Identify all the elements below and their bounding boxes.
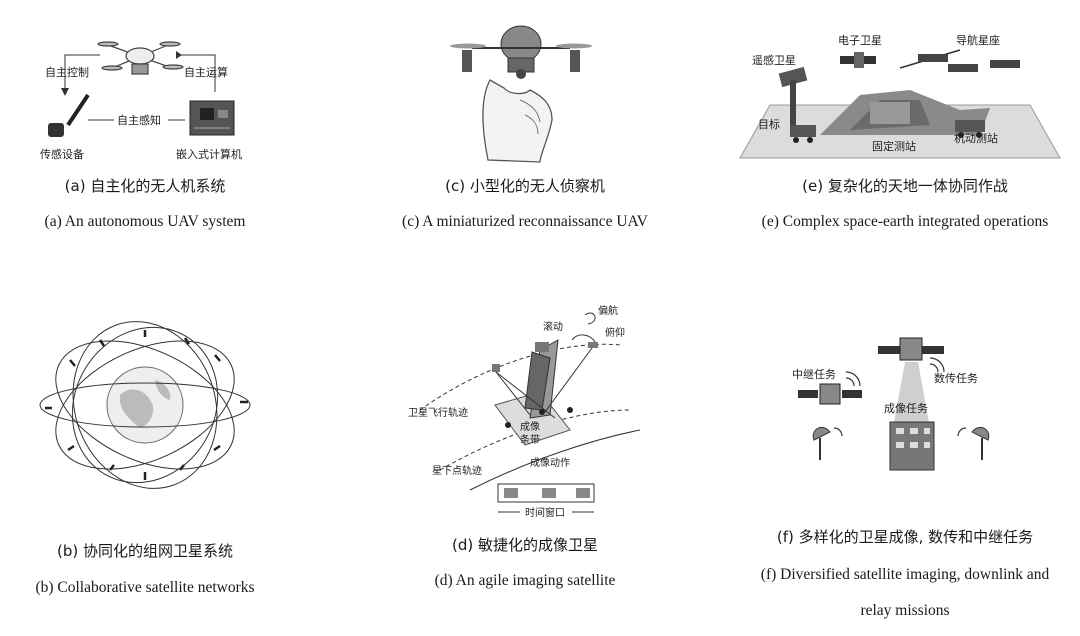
panel-a-figure: 自主控制 自主运算 自主感知 传感设备 嵌入式计算机 (40, 41, 242, 161)
caption-f-en-2: relay missions (860, 602, 950, 619)
navigation-satellite-icon (899, 49, 1020, 72)
satellite-icon (778, 66, 808, 130)
label-yaw: 偏航 (598, 304, 618, 317)
label-roll: 滚动 (543, 320, 563, 333)
label-compute: 自主运算 (184, 65, 228, 79)
label-perception: 自主感知 (117, 113, 161, 127)
earth-icon (106, 366, 184, 444)
time-window: 时间窗口 (497, 483, 595, 519)
panel-b: (b) 协同化的组网卫星系统 (b) Collaborative satelli… (0, 300, 290, 610)
label-orbit: 卫星飞行轨迹 (408, 406, 468, 419)
dish-icon (812, 427, 990, 460)
caption-c-zh: (c) 小型化的无人侦察机 (445, 177, 605, 195)
label-strip-1: 成像 (520, 421, 540, 433)
panel-d-figure: 偏航 滚动 俯仰 卫星飞行轨迹 星下点轨迹 成像 条带 成像动作 时间窗口 (408, 304, 641, 519)
panel-e-figure: 遥感卫星 电子卫星 导航星座 目标 固定测站 机动测站 (739, 33, 1061, 159)
label-remote-sat: 遥感卫星 (752, 54, 796, 67)
panel-f-figure: 中继任务 数传任务 成像任务 (792, 337, 990, 471)
label-ground-track: 星下点轨迹 (432, 464, 482, 477)
terrain-icon (820, 90, 990, 135)
label-pitch: 俯仰 (605, 326, 625, 339)
label-imaging: 成像任务 (884, 402, 928, 415)
label-embedded: 嵌入式计算机 (176, 147, 242, 161)
building-icon (889, 421, 935, 471)
caption-c-en: (c) A miniaturized reconnaissance UAV (402, 213, 648, 230)
label-control: 自主控制 (45, 65, 89, 79)
orbit-rings (39, 321, 251, 489)
caption-b-zh: (b) 协同化的组网卫星系统 (57, 542, 233, 560)
caption-a-zh: (a) 自主化的无人机系统 (64, 177, 226, 195)
caption-e-zh: (e) 复杂化的天地一体协同作战 (802, 177, 1008, 195)
panel-b-figure (39, 321, 251, 489)
caption-f-zh: (f) 多样化的卫星成像, 数传和中继任务 (776, 528, 1034, 546)
panel-a: 自主控制 自主运算 自主感知 传感设备 嵌入式计算机 (a) 自主化的无人机系统… (0, 0, 290, 240)
label-target: 目标 (758, 117, 780, 131)
caption-d-en: (d) An agile imaging satellite (434, 572, 616, 589)
satellite-markers (45, 330, 248, 480)
caption-e-en: (e) Complex space-earth integrated opera… (761, 213, 1049, 230)
label-strip-2: 条带 (520, 433, 540, 446)
label-elec-sat: 电子卫星 (838, 34, 882, 47)
hand-drone-icon (450, 25, 592, 163)
panel-d: 偏航 滚动 俯仰 卫星飞行轨迹 星下点轨迹 成像 条带 成像动作 时间窗口 (d… (380, 300, 670, 600)
label-relay: 中继任务 (792, 368, 836, 381)
caption-b-en: (b) Collaborative satellite networks (35, 579, 255, 596)
caption-d-zh: (d) 敏捷化的成像卫星 (452, 536, 598, 554)
satellite-icon (492, 339, 598, 419)
embedded-computer-icon (189, 100, 235, 136)
label-sensor: 传感设备 (40, 147, 84, 161)
caption-a-en: (a) An autonomous UAV system (44, 213, 246, 230)
caption-f-en-1: (f) Diversified satellite imaging, downl… (760, 566, 1050, 583)
electronic-satellite-icon (840, 52, 876, 68)
label-window: 时间窗口 (525, 506, 565, 519)
label-fixed-station: 固定测站 (872, 139, 916, 153)
panel-c: (c) 小型化的无人侦察机 (c) A miniaturized reconna… (380, 0, 670, 240)
vehicle-icon (790, 120, 985, 143)
panel-f: 中继任务 数传任务 成像任务 (f) 多样化的卫星成像, 数传和中继任务 (f)… (730, 300, 1080, 630)
relay-satellite-icon (798, 383, 862, 405)
drone-icon (97, 41, 184, 75)
label-downlink: 数传任务 (934, 372, 978, 385)
label-action: 成像动作 (530, 457, 570, 469)
panel-e: 遥感卫星 电子卫星 导航星座 目标 固定测站 机动测站 (e) 复杂化的天地一体… (730, 0, 1080, 240)
panel-c-figure (450, 25, 592, 163)
imaging-satellite-icon (878, 337, 944, 361)
label-mobile-station: 机动测站 (954, 131, 998, 145)
label-nav-const: 导航星座 (956, 33, 1000, 47)
sensor-icon (48, 93, 90, 137)
